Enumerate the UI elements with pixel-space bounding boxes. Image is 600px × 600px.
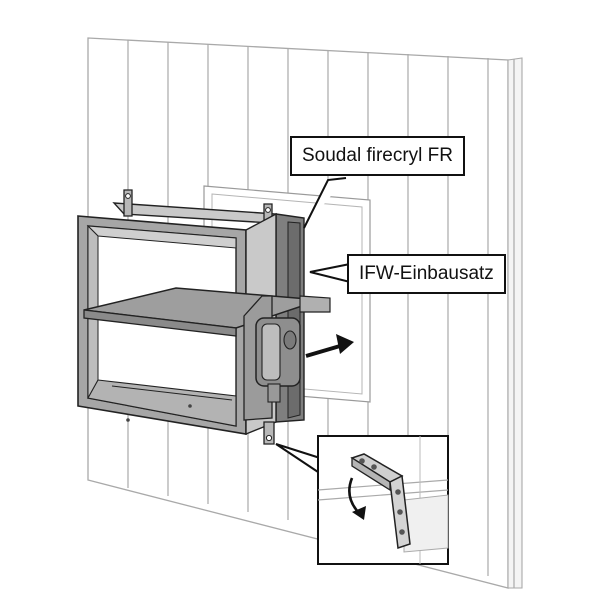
release-mechanism [243, 295, 301, 421]
installation-kit-callout-label: IFW-Einbausatz [347, 254, 506, 294]
callout-leaders [275, 177, 351, 474]
rotate-arrow-icon [348, 477, 366, 520]
arrow-right-icon [305, 334, 354, 358]
fire-damper [77, 189, 331, 445]
sealant-callout-label: Soudal firecryl FR [290, 136, 465, 176]
mounting-bracket-icon [350, 453, 411, 550]
detail-inset [317, 435, 449, 565]
